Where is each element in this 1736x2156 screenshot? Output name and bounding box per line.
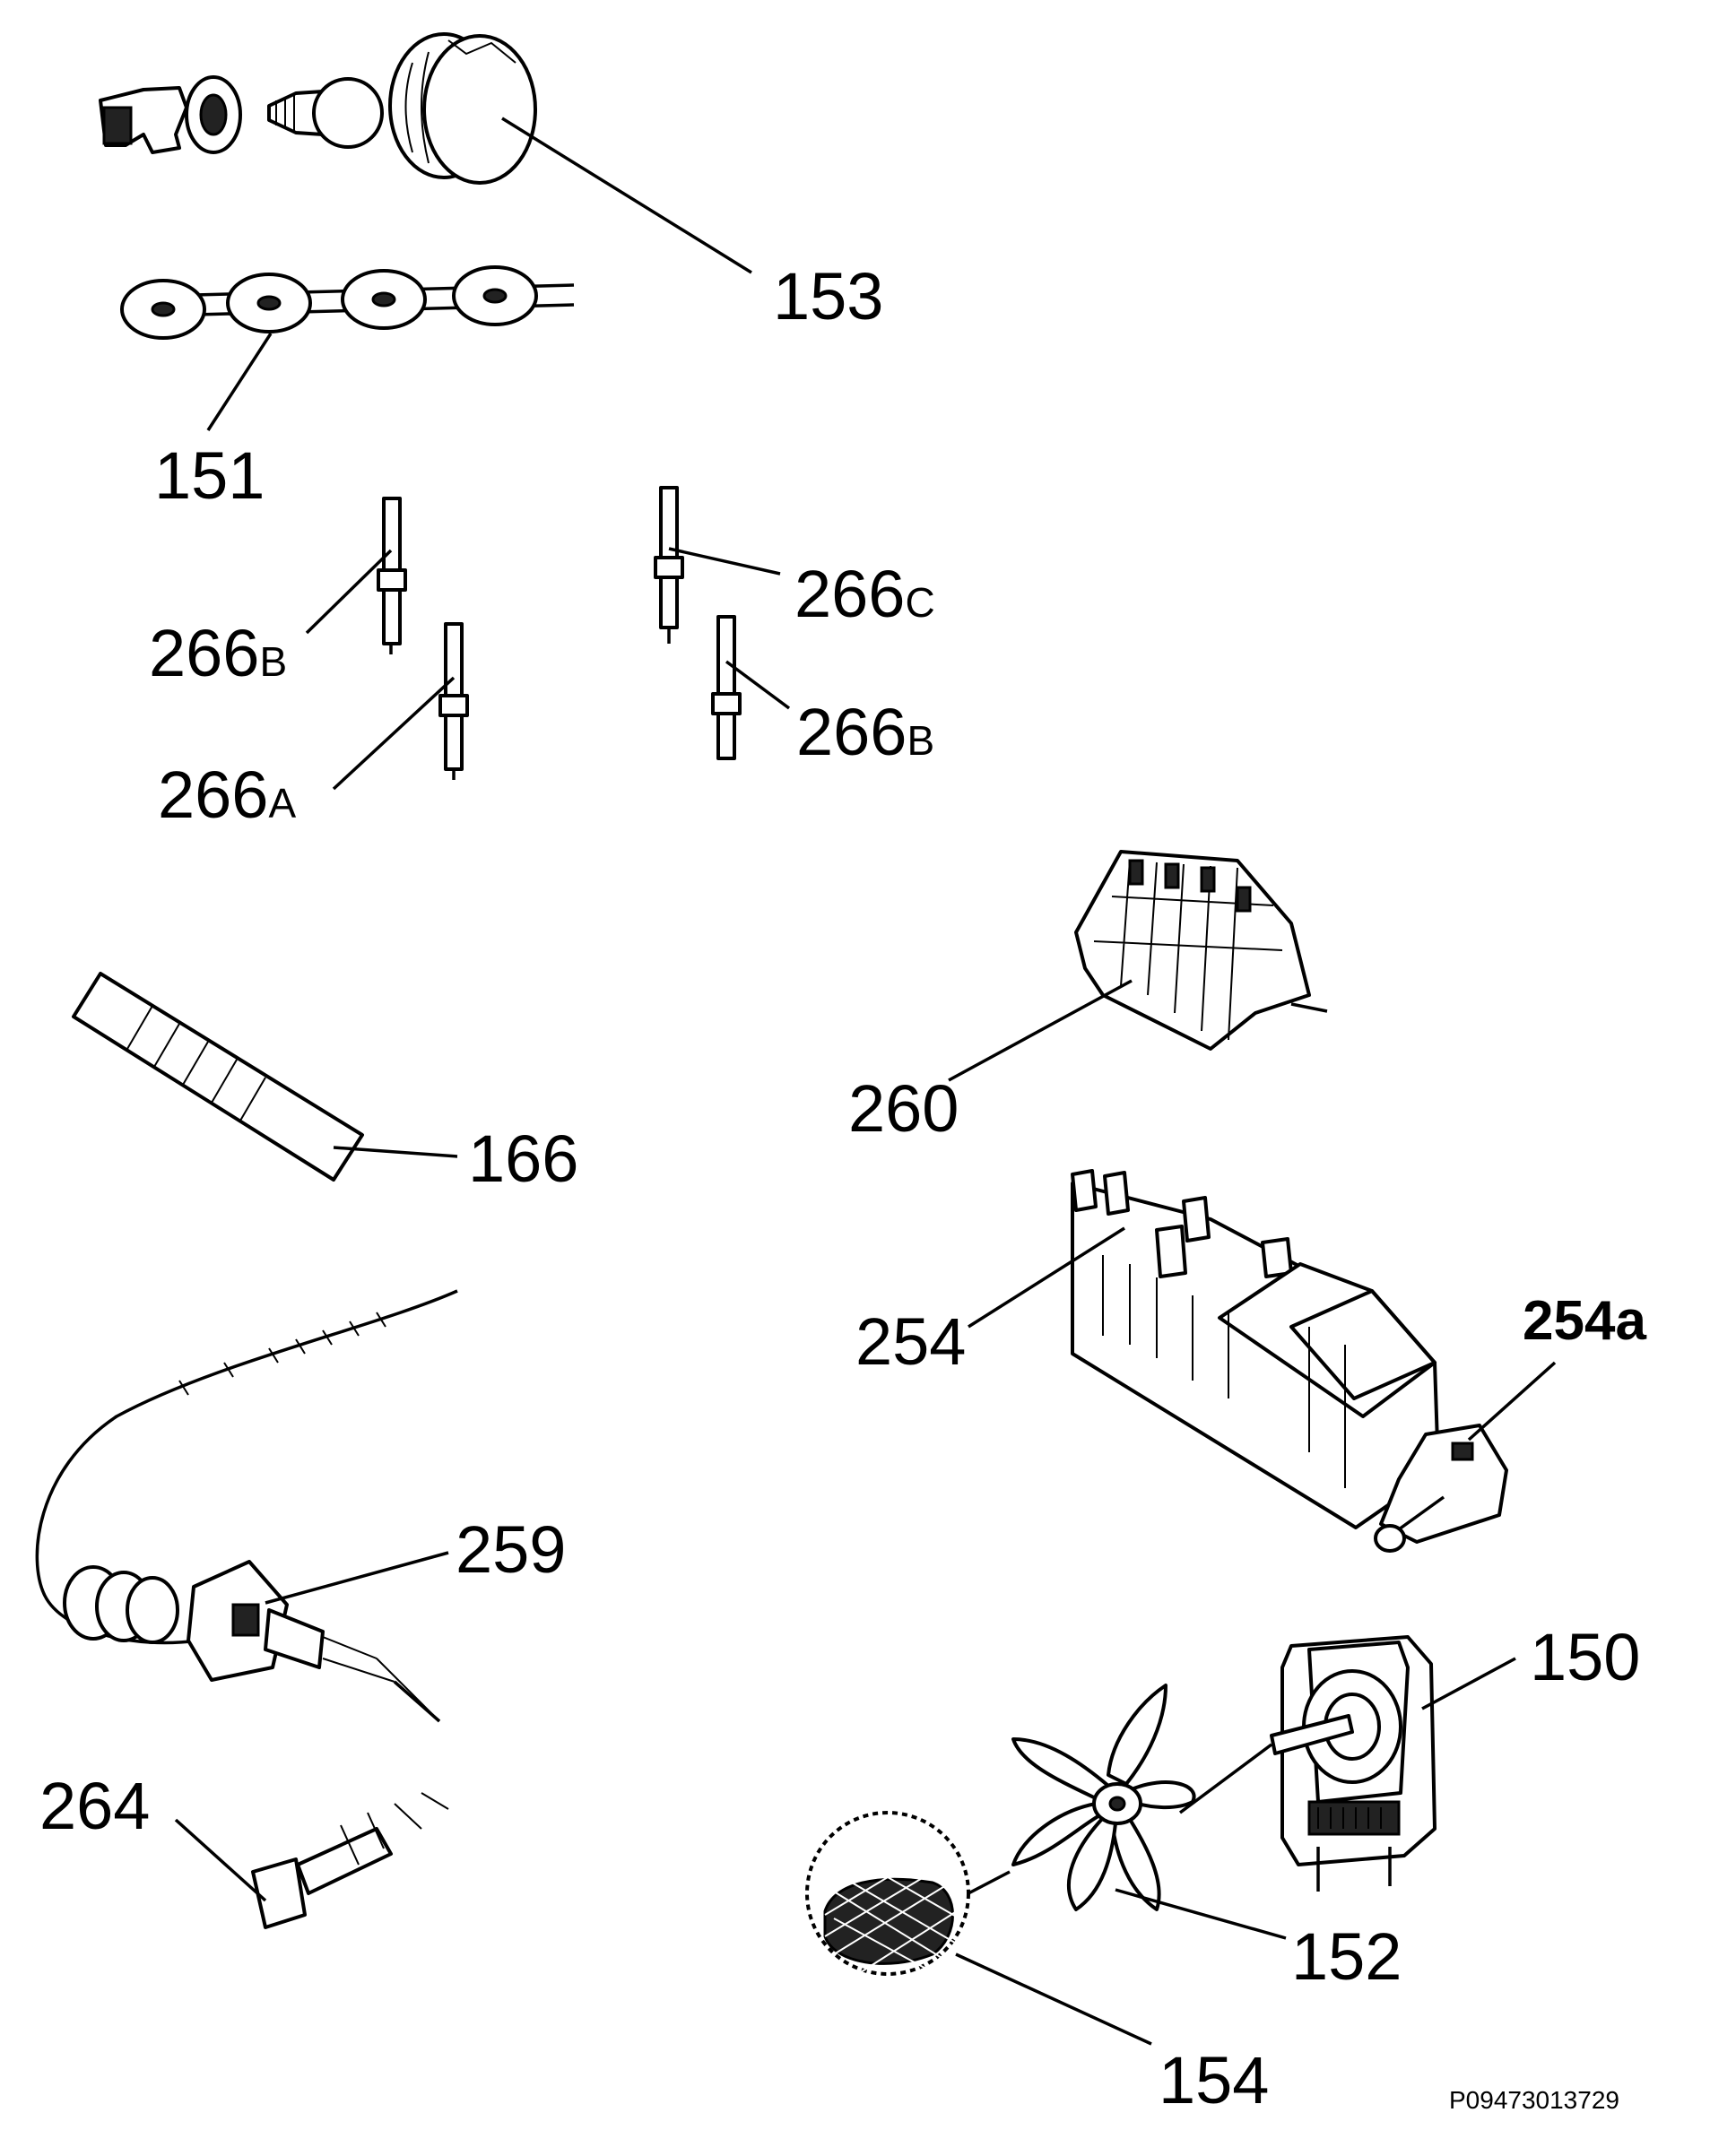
callout-254: 254 [855, 1304, 966, 1379]
callout-152: 152 [1291, 1919, 1402, 1994]
callout-266c: 266C [794, 557, 935, 631]
thermal-fuse-cable-icon [120, 265, 575, 431]
callout-260: 260 [848, 1071, 959, 1146]
callout-266a-suffix: A [268, 780, 296, 827]
callout-154: 154 [1159, 2043, 1269, 2117]
fan-blade-icon [1011, 1684, 1287, 1940]
ignition-electrode-icon [305, 486, 791, 791]
rating-plate-label-icon [72, 972, 458, 1182]
callout-266c-number: 266 [794, 557, 905, 631]
callout-150: 150 [1530, 1620, 1640, 1694]
function-selector-switch-icon [948, 850, 1328, 1082]
drawing-code: P09473013729 [1449, 2086, 1619, 2114]
callout-254a: 254a [1523, 1290, 1646, 1352]
fan-motor-icon [1178, 1635, 1516, 1892]
callout-151: 151 [154, 438, 265, 513]
callout-266b-left: 266B [149, 616, 287, 690]
grease-filter-icon [805, 1811, 1152, 2046]
callout-266b-right-number: 266 [796, 695, 907, 769]
callout-266b-left-number: 266 [149, 616, 259, 690]
callout-266b-left-suffix: B [259, 638, 287, 685]
callout-166: 166 [468, 1121, 578, 1196]
terminal-connector-icon [174, 1792, 449, 1929]
capillary-thermostat-icon [35, 1289, 458, 1723]
callout-266c-suffix: C [905, 579, 934, 626]
callout-259: 259 [456, 1512, 566, 1587]
oven-lamp-assembly-icon [99, 32, 752, 274]
callout-266a: 266A [158, 758, 296, 832]
spark-generator-icon [968, 1169, 1557, 1553]
callout-264: 264 [39, 1769, 150, 1843]
callout-266b-right-suffix: B [907, 717, 934, 764]
callout-266b-right: 266B [796, 695, 934, 769]
callout-153: 153 [773, 259, 883, 333]
callout-266a-number: 266 [158, 758, 268, 832]
